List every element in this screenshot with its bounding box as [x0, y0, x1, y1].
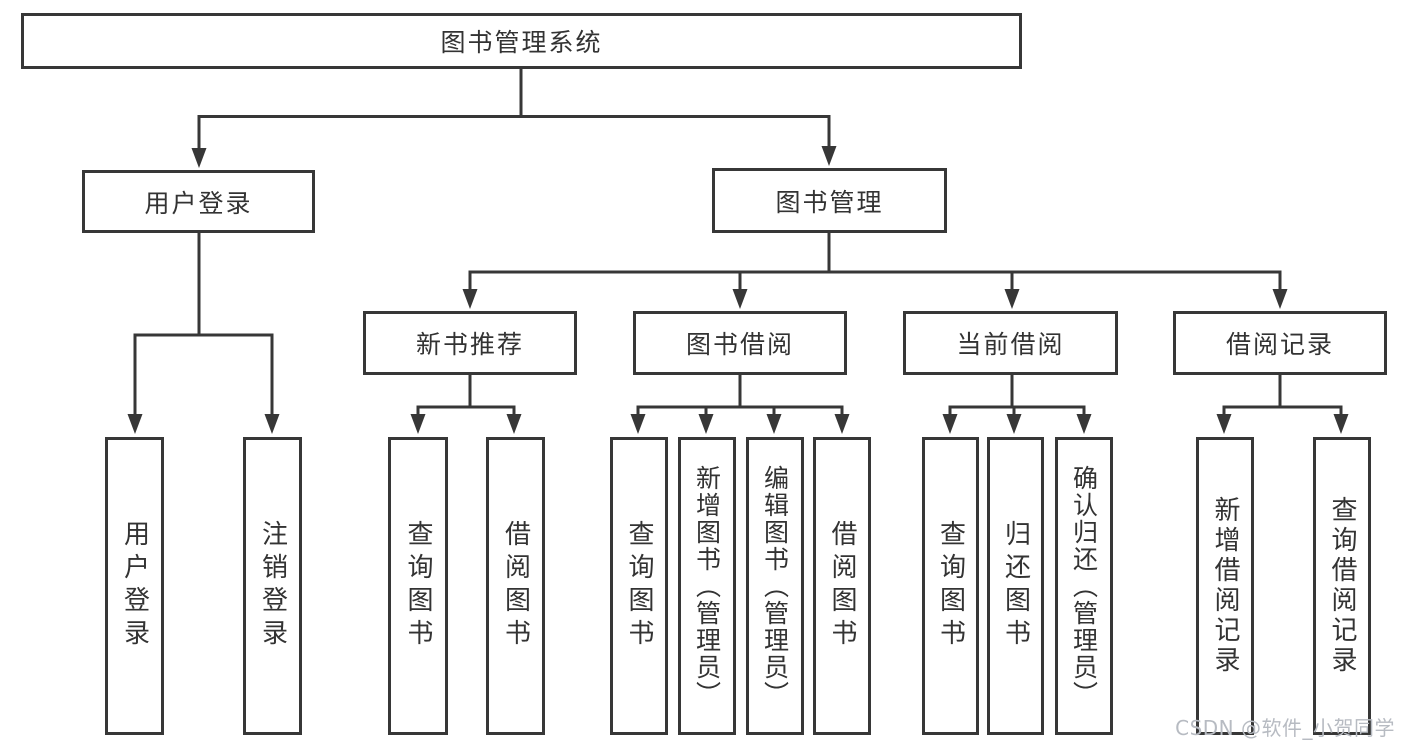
- leaf-query-borrow-record: 查询借阅记录: [1313, 437, 1371, 735]
- node-book-management: 图书管理: [712, 168, 947, 233]
- node-borrowing-records: 借阅记录: [1173, 311, 1387, 375]
- csdn-watermark: CSDN @软件_小贺同学: [1175, 716, 1395, 740]
- node-new-book-recommend: 新书推荐: [363, 311, 577, 375]
- leaf-add-borrow-record: 新增借阅记录: [1196, 437, 1254, 735]
- leaf-user-login: 用户登录: [105, 437, 164, 735]
- leaf-query-books-current: 查询图书: [922, 437, 979, 735]
- node-current-borrowing: 当前借阅: [903, 311, 1118, 375]
- leaf-add-books-admin: 新增图书（管理员）: [678, 437, 736, 735]
- leaf-confirm-return-admin: 确认归还（管理员）: [1055, 437, 1113, 735]
- node-book-borrowing: 图书借阅: [633, 311, 847, 375]
- leaf-edit-books-admin: 编辑图书（管理员）: [746, 437, 804, 735]
- leaf-query-books-borrowing: 查询图书: [610, 437, 668, 735]
- leaf-borrow-books: 借阅图书: [813, 437, 871, 735]
- connector-elbows: [133, 69, 1343, 409]
- leaf-query-books-recommend: 查询图书: [388, 437, 448, 735]
- node-library-system: 图书管理系统: [21, 13, 1022, 69]
- leaf-logout: 注销登录: [243, 437, 302, 735]
- leaf-return-books: 归还图书: [987, 437, 1044, 735]
- node-user-login: 用户登录: [82, 170, 315, 233]
- leaf-borrow-books-recommend: 借阅图书: [486, 437, 545, 735]
